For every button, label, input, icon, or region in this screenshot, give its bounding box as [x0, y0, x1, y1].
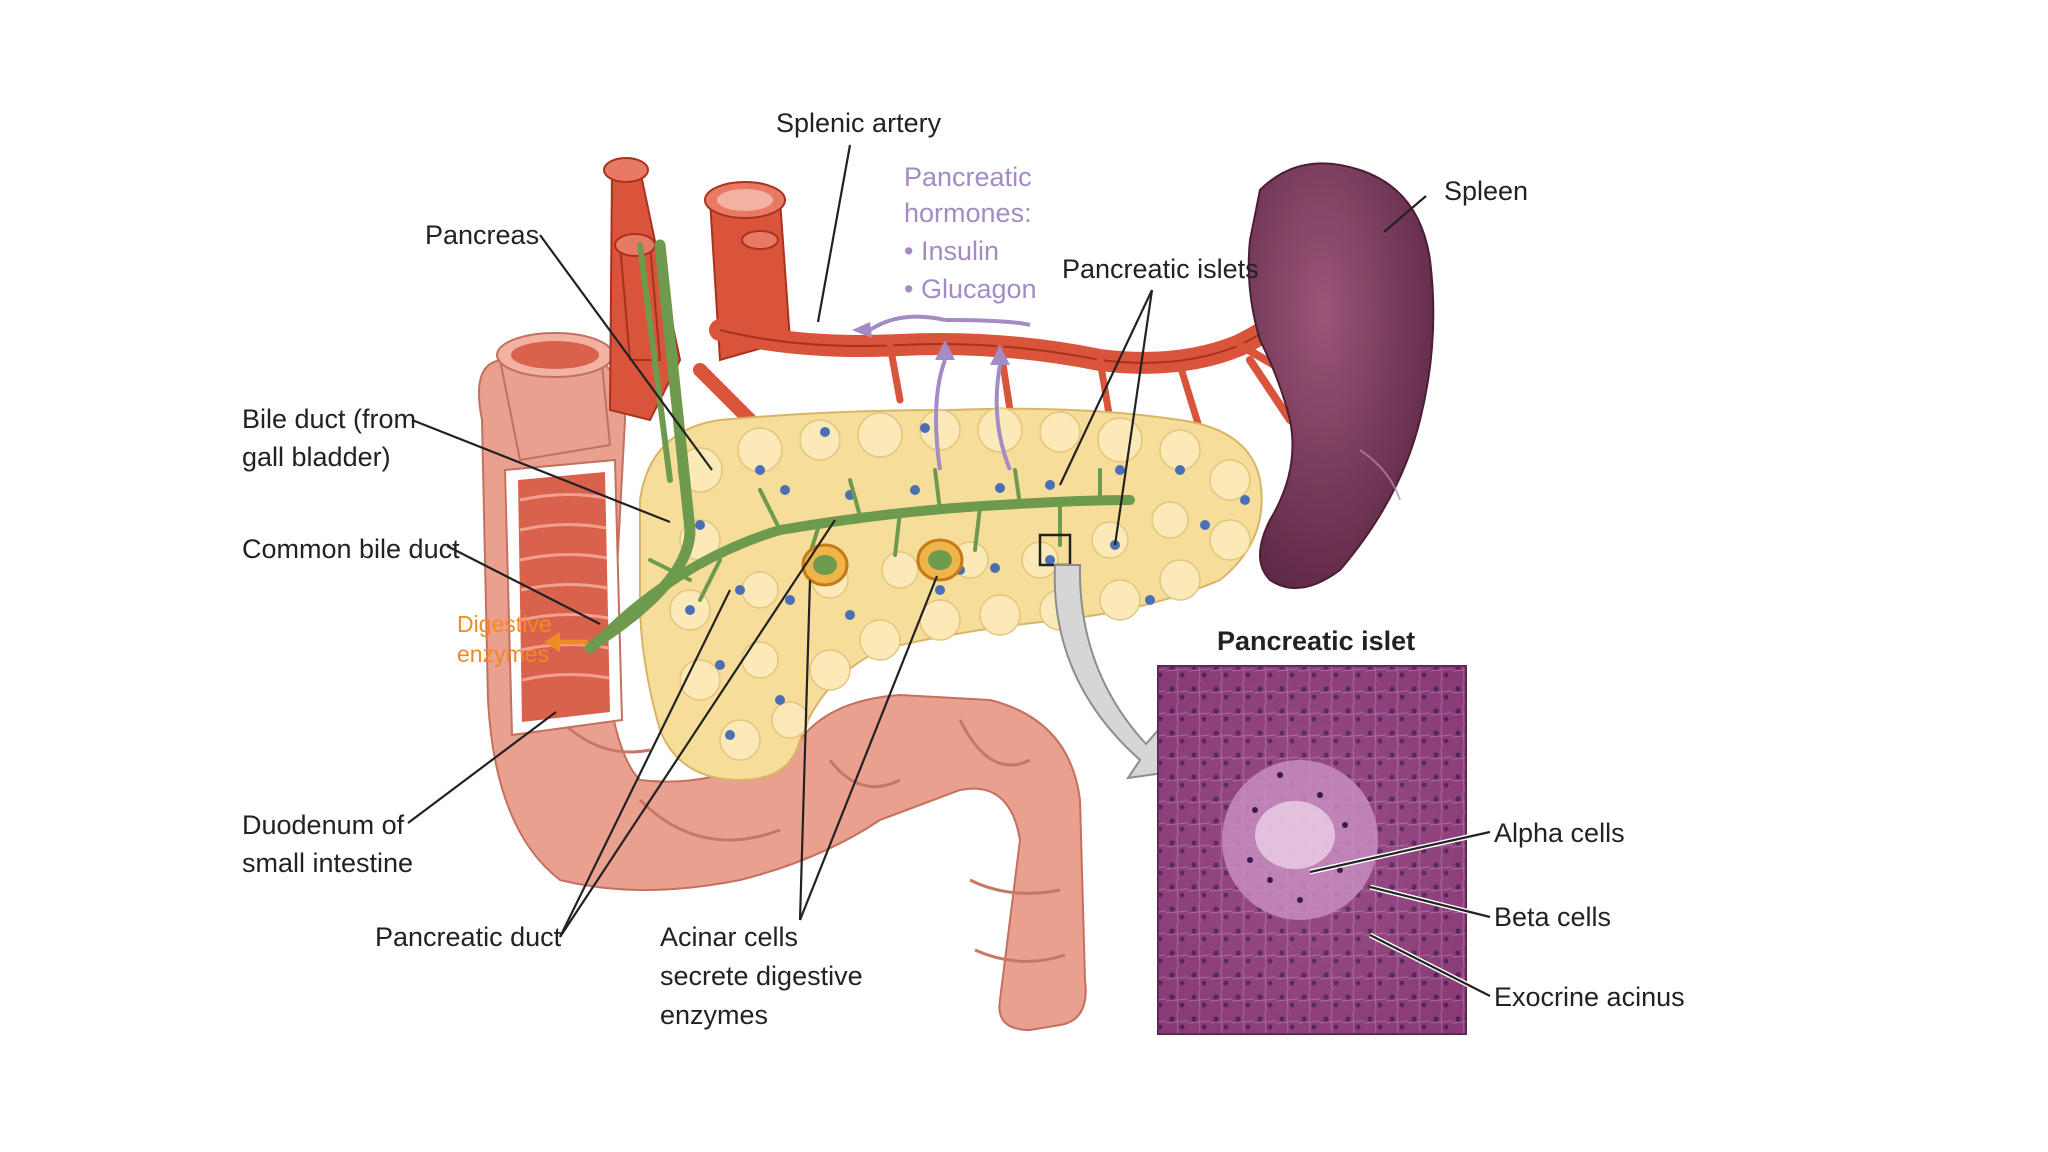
label-acinar-1: Acinar cells — [660, 922, 798, 952]
duodenum — [478, 332, 1087, 1032]
hormone-arrows — [868, 314, 1031, 471]
label-digestive-enzymes-2: enzymes — [457, 641, 549, 667]
label-exocrine-acinus: Exocrine acinus — [1494, 982, 1685, 1012]
label-glucagon: • Glucagon — [904, 274, 1037, 304]
label-bile-duct-1: Bile duct (from — [242, 404, 416, 434]
label-beta-cells: Beta cells — [1494, 902, 1611, 932]
label-inset-title: Pancreatic islet — [1217, 626, 1415, 656]
bile-duct — [584, 239, 696, 654]
label-acinar-3: enzymes — [660, 1000, 768, 1030]
leader-lines — [407, 144, 1492, 999]
pancreatic-islet-dots — [685, 423, 1250, 740]
digestive-enzymes-arrow — [544, 632, 588, 652]
spleen — [1247, 162, 1435, 589]
label-pancreatic-islets: Pancreatic islets — [1062, 254, 1259, 284]
label-insulin: • Insulin — [904, 236, 999, 266]
acinar-glands — [801, 538, 964, 587]
hormone-arrowheads — [852, 322, 1010, 365]
label-duodenum-2: small intestine — [242, 848, 413, 878]
label-acinar-2: secrete digestive — [660, 961, 863, 991]
label-splenic-artery: Splenic artery — [776, 108, 942, 138]
label-pancreatic-hormones-2: hormones: — [904, 198, 1032, 228]
label-digestive-enzymes-1: Digestive — [457, 611, 552, 637]
label-common-bile-duct: Common bile duct — [242, 534, 460, 564]
pancreas — [595, 407, 1263, 782]
label-pancreas: Pancreas — [425, 220, 539, 250]
label-alpha-cells: Alpha cells — [1494, 818, 1625, 848]
labels: Splenic artery Pancreatic hormones: • In… — [242, 108, 1685, 1030]
label-spleen: Spleen — [1444, 176, 1528, 206]
label-pancreatic-hormones: Pancreatic — [904, 162, 1032, 192]
label-bile-duct-2: gall bladder) — [242, 442, 391, 472]
label-pancreatic-duct: Pancreatic duct — [375, 922, 562, 952]
label-duodenum-1: Duodenum of — [242, 810, 405, 840]
